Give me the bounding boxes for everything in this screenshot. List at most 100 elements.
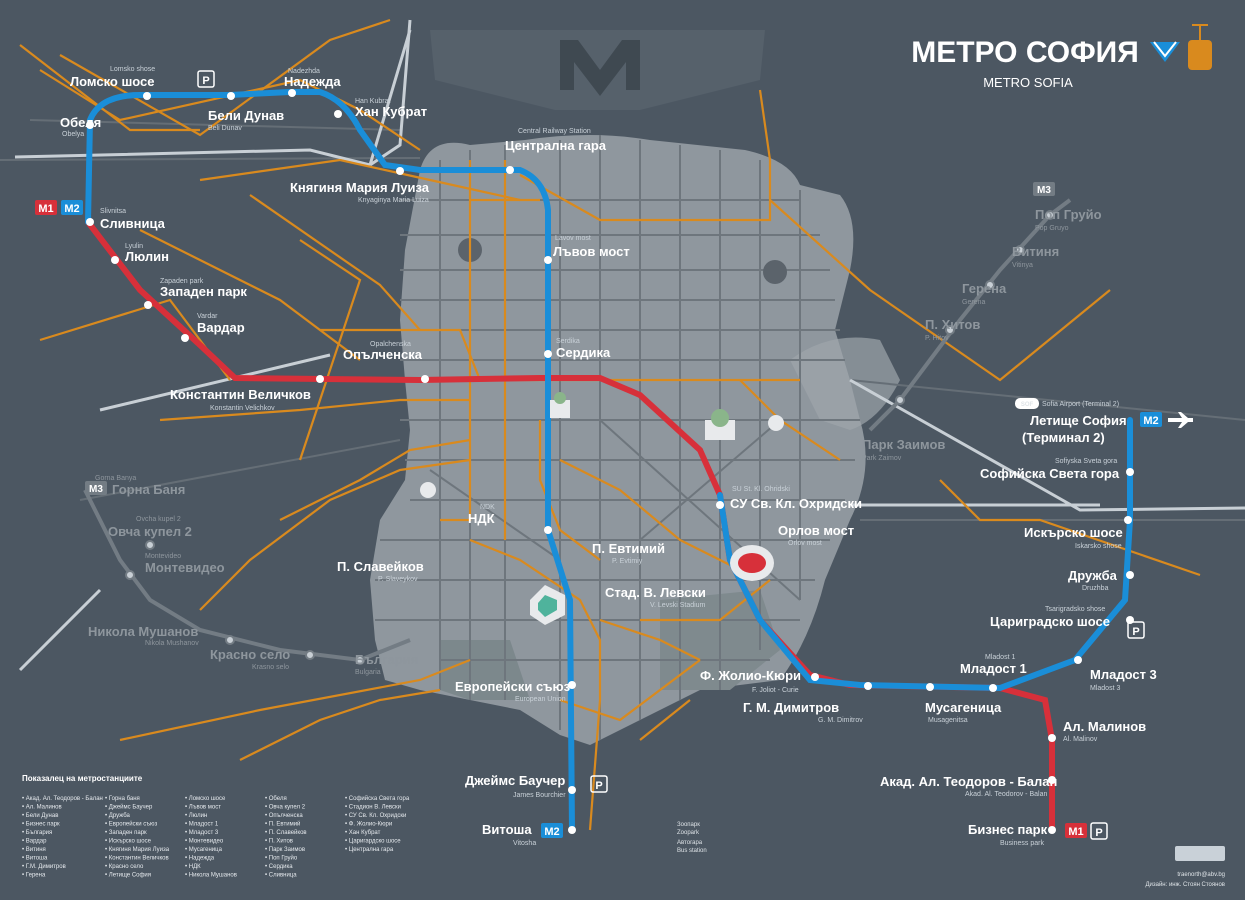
label-bulgaria: България (355, 652, 418, 667)
label-mushanov: Никола Мушанов (88, 624, 198, 639)
legend-item: • Витиня (22, 847, 46, 853)
label-druzhba-en: Druzhba (1082, 585, 1109, 592)
label-malinov: Ал. Малинов (1063, 719, 1146, 734)
label-mladost3: Младост 3 (1090, 667, 1157, 682)
license-icon (1175, 846, 1225, 861)
label-gerena-en: Gerena (962, 299, 985, 306)
label-opalchenska: Опълченска (343, 347, 423, 362)
parking-icon-lomsko: P (197, 70, 215, 88)
zoo-label-en: Zoopark (677, 830, 700, 836)
legend-item: • Софийска Света гора (345, 795, 410, 802)
metro-logo-icon (1150, 41, 1180, 62)
label-su: СУ Св. Кл. Охридски (730, 496, 862, 511)
label-mladost1: Младост 1 (960, 661, 1027, 676)
badge-m2-airport (1140, 412, 1162, 427)
label-serdika-en: Serdika (556, 338, 580, 345)
badge-m1-west (35, 200, 57, 215)
legend-item: • Западен парк (105, 830, 147, 836)
label-lyulin: Люлин (125, 249, 169, 264)
church-icon (550, 392, 570, 418)
legend-item: • Европейски съюз (105, 821, 157, 828)
legend-item: • П. Хитов (265, 839, 293, 845)
m1-line (85, 219, 1055, 833)
parking-icon-biznes: P (1090, 822, 1108, 840)
legend-item: • Младост 1 (185, 822, 219, 828)
label-kubrat-en: Han Kubrat (355, 98, 390, 105)
badge-m1-biznes (1065, 823, 1087, 838)
label-zaimov: Парк Заимов (862, 437, 945, 452)
label-letishte-t2: (Терминал 2) (1022, 430, 1105, 445)
map-subtitle: METRO SOFIA (983, 75, 1073, 90)
label-baucher-en: James Bourchier (513, 792, 566, 799)
label-popgruyo: Поп Груйо (1035, 207, 1102, 222)
label-druzhba: Дружба (1068, 568, 1118, 583)
label-gerena: Герена (962, 281, 1007, 296)
label-balan-en: Akad. Al. Teodorov - Balan (965, 791, 1047, 798)
map-title: МЕТРО СОФИЯ (911, 36, 1139, 69)
label-slaveykov: П. Славейков (337, 559, 424, 574)
label-mushanov-en: Nikola Mushanov (145, 640, 199, 647)
legend-item: • Г.М. Димитров (22, 864, 66, 870)
legend-item: • П. Евтимий (265, 821, 300, 828)
legend-item: • Мусагеница (185, 847, 223, 853)
label-malinov-en: Al. Malinov (1063, 736, 1098, 743)
sof-tag (1015, 398, 1039, 409)
label-joliot-en: F. Joliot - Curie (752, 687, 799, 694)
legend-item: • П. Славейков (265, 829, 307, 836)
credit-designer: Дизайн: инж. Стоян Стоянов (1145, 881, 1225, 888)
ndk-icon (530, 585, 565, 625)
badge-m2-airport-label: M2 (1143, 415, 1158, 427)
label-musagenitsa: Мусагеница (925, 700, 1002, 715)
tram-icon (1188, 24, 1212, 70)
label-velichkov: Константин Величков (170, 387, 311, 402)
legend-item: • Бели Дунав (22, 813, 58, 819)
legend-item: • Герена (22, 873, 46, 879)
legend-item: • Дружба (105, 813, 131, 819)
park-south (440, 640, 530, 700)
label-lomsko-en: Lomsko shose (110, 66, 155, 73)
label-luiza-en: Knyaginya Maria Luiza (358, 197, 429, 204)
m3-badge-west-label: M3 (89, 484, 103, 495)
label-montevideo-en: Montevideo (145, 553, 181, 560)
label-centralna-en: Central Railway Station (518, 128, 591, 135)
airplane-icon (1168, 412, 1193, 428)
bus-station-label: Автогара (677, 840, 703, 846)
label-levski: Стад. В. Левски (605, 585, 706, 600)
label-mladost1-en: Mladost 1 (985, 654, 1015, 661)
label-evtimiy-en: P. Evtimiy (612, 558, 643, 565)
label-zaimov-en: Park Zaimov (862, 455, 902, 462)
label-biznes: Бизнес парк (968, 822, 1048, 837)
label-levski-en: V. Levski Stadium (650, 602, 706, 609)
label-vardar-en: Vardar (197, 313, 218, 320)
legend-item: • Горна баня (105, 796, 140, 802)
station-dots (86, 89, 1134, 834)
monument-icon (768, 415, 784, 431)
legend-item: • Акад. Ал. Теодоров - Балан (22, 796, 103, 802)
label-lomsko: Ломско шосе (70, 74, 155, 89)
stadium-icon (730, 545, 774, 581)
label-evro-en: European Union (515, 696, 566, 703)
badge-m1-west-label: M1 (38, 203, 53, 215)
legend-item: • Красно село (105, 864, 144, 870)
label-obelya: Обеля (60, 115, 101, 130)
label-musagenitsa-en: Musagenitsa (928, 717, 968, 724)
svg-text:P: P (1132, 626, 1139, 638)
legend-item: • Обеля (265, 796, 287, 802)
legend-item: • Стадион В. Левски (345, 805, 401, 811)
legend-item: • Люлин (185, 813, 207, 819)
badge-m2-vitosha (541, 823, 563, 838)
legend-item: • Централна гара (345, 847, 394, 853)
legend-item: • Ломско шосе (185, 796, 226, 802)
legend-item: • Парк Заимов (265, 847, 305, 853)
label-montevideo: Монтевидео (145, 560, 225, 575)
label-lavov: Лъвов мост (553, 244, 630, 259)
label-tsarigradsko-en: Tsarigradsko shose (1045, 606, 1105, 613)
legend-item: • Ф. Жолио-Кюри (345, 822, 392, 828)
label-luiza: Княгиня Мария Луиза (290, 180, 430, 195)
sof-tag-label: SOF (1021, 402, 1034, 408)
svg-text:P: P (595, 780, 602, 792)
label-zapaden: Западен парк (160, 284, 247, 299)
monument-west-icon (420, 482, 436, 498)
label-iskarsko-en: Iskarsko shose (1075, 543, 1122, 550)
label-bulgaria-en: Bulgaria (355, 669, 381, 676)
